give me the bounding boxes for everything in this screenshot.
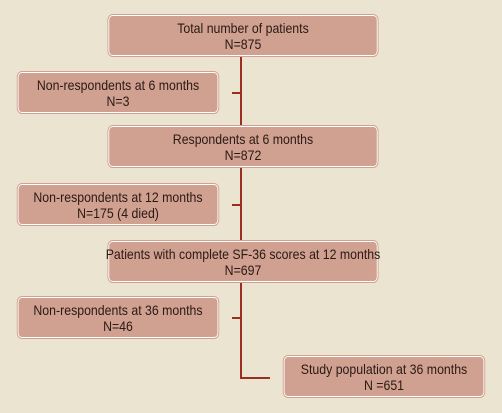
box-nonrespondents-6m-label: Non-respondents at 6 months (36, 76, 200, 93)
connector-nonrespondents-6m (232, 92, 241, 94)
box-nonrespondents-6m-count: N=3 (106, 92, 130, 109)
box-nonrespondents-12m-label: Non-respondents at 12 months (33, 188, 203, 205)
connector-nonrespondents-36m (232, 317, 241, 319)
box-complete-sf36-12m: Patients with complete SF-36 scores at 1… (106, 241, 380, 282)
box-nonrespondents-12m: Non-respondents at 12 months N=175 (4 di… (17, 184, 219, 225)
box-nonrespondents-12m-count: N=175 (4 died) (77, 204, 159, 221)
box-nonrespondents-36m-count: N=46 (103, 317, 133, 334)
box-respondents-6m-label: Respondents at 6 months (172, 130, 314, 147)
box-total-patients: Total number of patients N=875 (108, 15, 378, 56)
box-study-population-36m: Study population at 36 months N =651 (283, 356, 485, 397)
box-respondents-6m: Respondents at 6 months N=872 (108, 126, 378, 167)
box-nonrespondents-36m-label: Non-respondents at 36 months (33, 301, 203, 318)
box-nonrespondents-36m: Non-respondents at 36 months N=46 (17, 297, 219, 338)
box-respondents-6m-count: N=872 (224, 146, 262, 163)
box-total-patients-label: Total number of patients (177, 19, 309, 36)
box-study-population-36m-count: N =651 (363, 376, 405, 393)
box-total-patients-count: N=875 (224, 35, 262, 52)
box-complete-sf36-12m-count: N=697 (224, 261, 262, 278)
main-vertical-connector (240, 56, 242, 379)
box-nonrespondents-6m: Non-respondents at 6 months N=3 (17, 72, 219, 113)
box-study-population-36m-label: Study population at 36 months (300, 360, 468, 377)
box-complete-sf36-12m-label: Patients with complete SF-36 scores at 1… (105, 245, 381, 262)
connector-study-population (240, 377, 270, 379)
connector-nonrespondents-12m (232, 204, 241, 206)
